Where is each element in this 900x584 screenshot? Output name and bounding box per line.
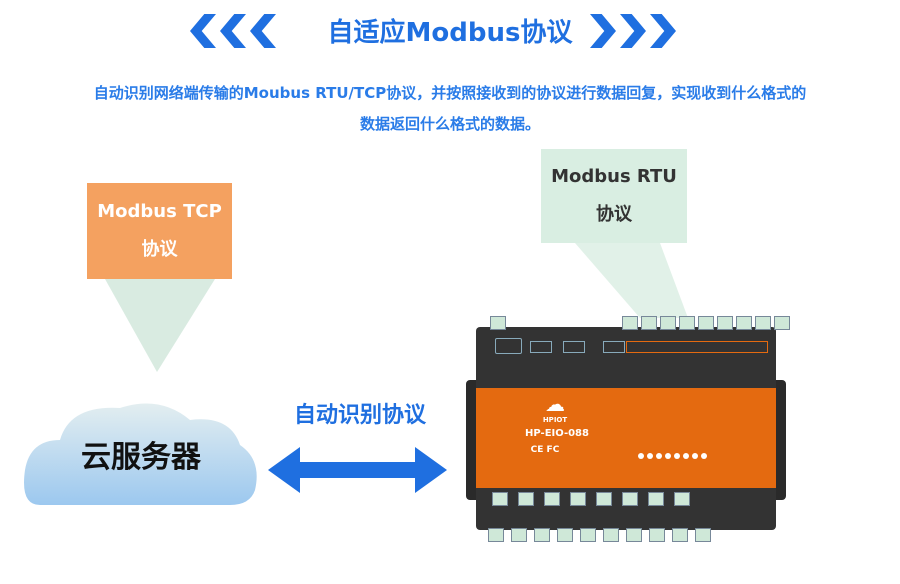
auto-detect-label: 自动识别协议 [293, 403, 426, 428]
model-label: HP-EIO-088 [525, 428, 589, 439]
double-arrow-icon [268, 447, 447, 493]
status-leds [638, 453, 707, 459]
cloud-server-label: 云服务器 [81, 440, 201, 475]
cert-marks: CE FC [530, 445, 560, 455]
left-chevrons-icon [190, 14, 276, 48]
rtu-label: Modbus RTU [551, 166, 677, 187]
page-title: 自适应Modbus协议 [327, 18, 573, 48]
device-orange-panel [476, 388, 776, 488]
port-icon [530, 341, 552, 353]
description-line: 数据返回什么格式的数据。 [359, 115, 540, 133]
description-line: 自动识别网络端传输的Moubus RTU/TCP协议，并按照接收到的协议进行数据… [93, 84, 807, 102]
bottom-terminals [492, 492, 690, 506]
modbus-tcp-box: Modbus TCP 协议 [87, 183, 232, 279]
tcp-label: Modbus TCP [97, 201, 222, 222]
rtu-sublabel: 协议 [596, 204, 632, 225]
modbus-rtu-box: Modbus RTU 协议 [541, 149, 687, 243]
hpiot-logo-icon: ☁ [545, 394, 565, 414]
top-terminals [490, 316, 506, 330]
tcp-sublabel: 协议 [141, 239, 178, 260]
right-chevrons-icon [590, 14, 676, 48]
description: 自动识别网络端传输的Moubus RTU/TCP协议，并按照接收到的协议进行数据… [20, 78, 880, 140]
bottom-connectors [488, 528, 711, 542]
port-icon [563, 341, 585, 353]
rtu-beam [575, 243, 688, 318]
port-icon [495, 338, 522, 354]
port-icon [603, 341, 625, 353]
tcp-beam [105, 279, 215, 372]
top-terminal-block [622, 316, 790, 330]
port-labels [626, 341, 768, 353]
brand-label: HPIOT [542, 416, 568, 424]
cloud-icon [24, 403, 257, 505]
